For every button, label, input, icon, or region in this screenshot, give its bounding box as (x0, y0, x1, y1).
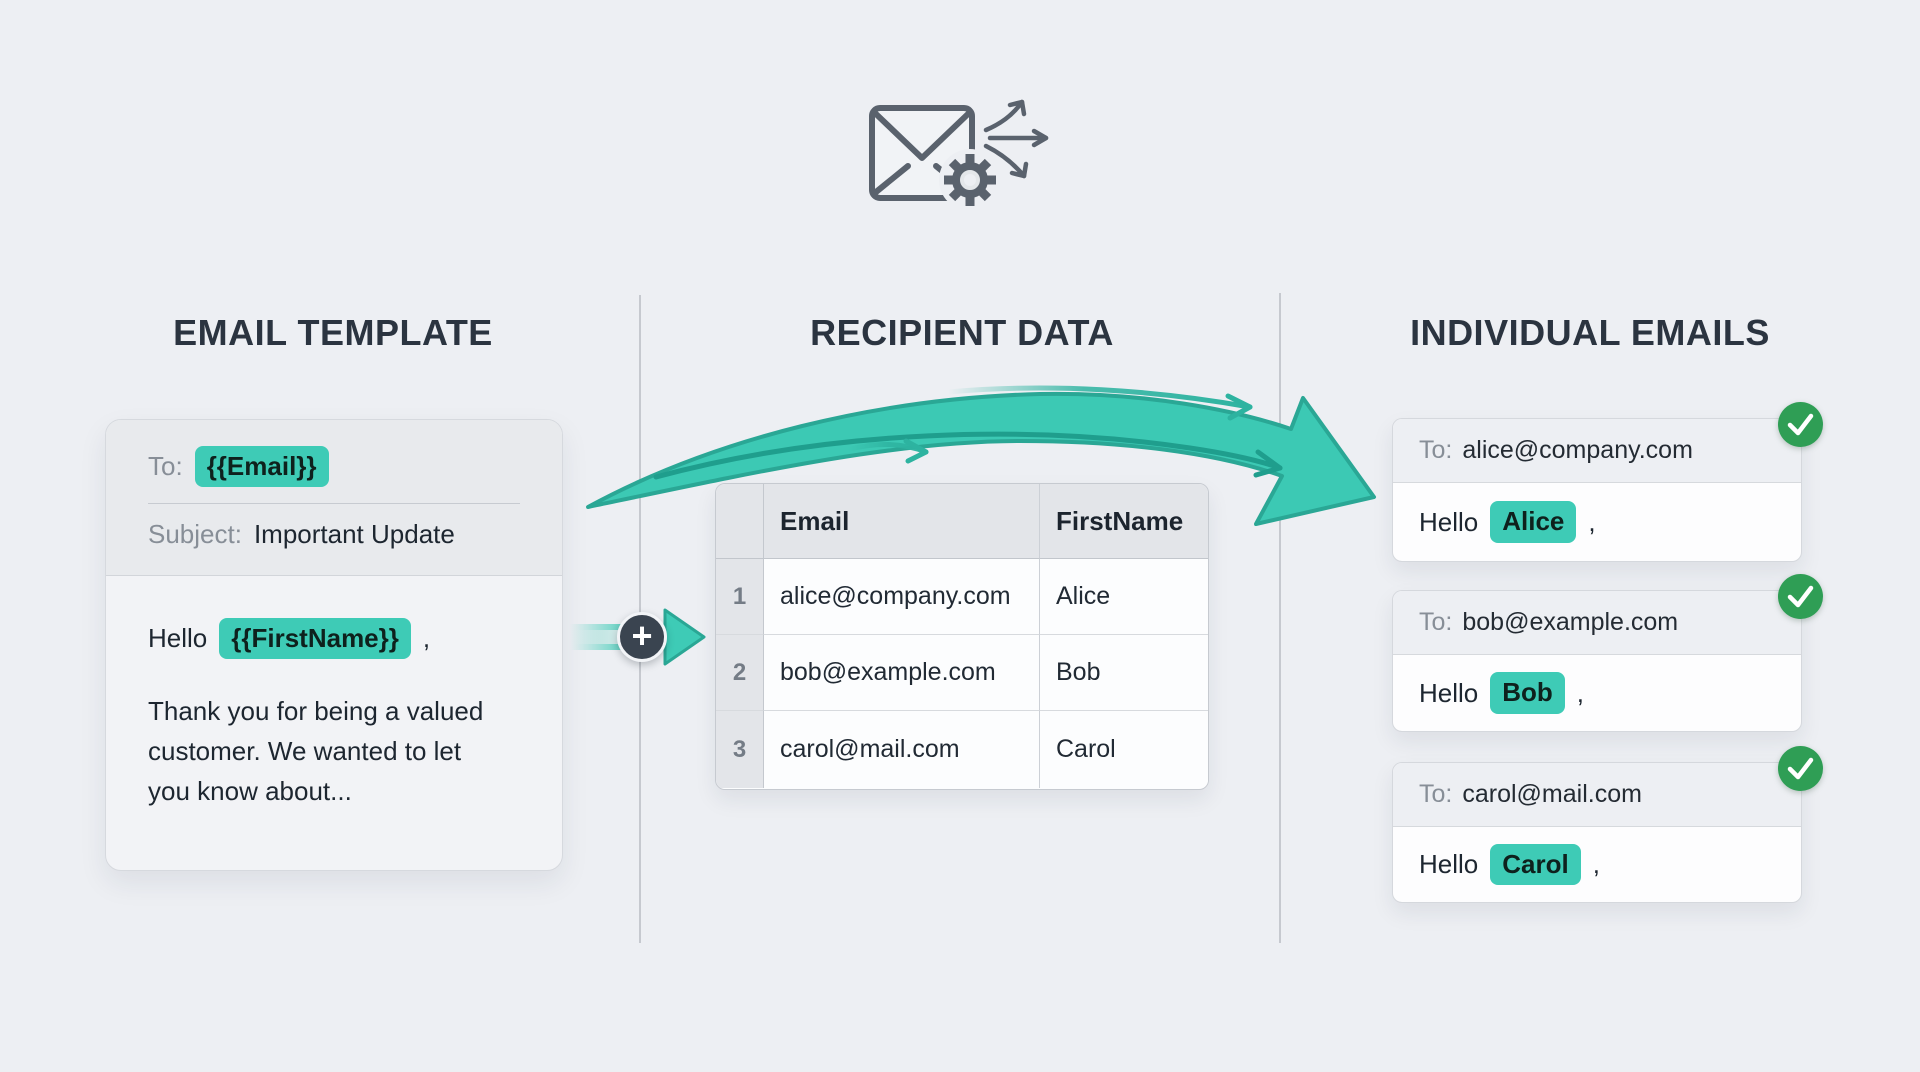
email-placeholder-chip: {{Email}} (194, 446, 329, 488)
cell-email: alice@company.com (764, 559, 1040, 635)
subject-value: Important Update (253, 519, 455, 550)
template-body-text: Thank you for being a valued customer. W… (148, 696, 484, 807)
column-header-email: Email (764, 484, 1040, 559)
row-number: 3 (716, 711, 764, 788)
divider-right (1279, 293, 1281, 943)
header-divider (148, 503, 520, 505)
to-label: To: (1419, 608, 1453, 636)
greeting-suffix: , (1576, 677, 1585, 708)
to-address: carol@mail.com (1462, 780, 1642, 808)
mail-to-row: To: alice@company.com (1393, 419, 1801, 483)
section-heading-recipient-data: RECIPIENT DATA (810, 312, 1114, 353)
section-heading-email-template: EMAIL TEMPLATE (173, 312, 493, 353)
greeting-prefix: Hello (1419, 506, 1479, 537)
mail-greeting-row: Hello Bob , (1393, 655, 1801, 731)
cell-firstname: Alice (1040, 559, 1208, 635)
firstname-placeholder-chip: {{FirstName}} (219, 618, 411, 660)
email-card-bob: To: bob@example.com Hello Bob , (1392, 574, 1823, 732)
email-card-alice: To: alice@company.com Hello Alice , (1392, 402, 1823, 562)
gear-icon (939, 149, 1001, 211)
accent-curve-arrow (653, 431, 1283, 480)
merged-name-chip: Carol (1490, 843, 1581, 886)
email-card-carol: To: carol@mail.com Hello Carol , (1392, 746, 1823, 903)
greeting-prefix: Hello (1419, 677, 1479, 708)
plus-icon: + (631, 614, 653, 656)
motion-trail (570, 624, 624, 650)
thin-arrow-mid (847, 441, 929, 455)
envelope-gear-fanout-icon (869, 99, 1049, 211)
check-icon (1778, 402, 1823, 447)
template-card-header: To: {{Email}} Subject: Important Update (106, 420, 562, 576)
to-label: To: (1419, 780, 1453, 808)
recipient-table: Email FirstName 1 alice@company.com Alic… (715, 483, 1209, 790)
greeting-prefix: Hello (148, 623, 208, 654)
cell-email: carol@mail.com (764, 711, 1040, 788)
to-address: alice@company.com (1462, 436, 1693, 464)
check-icon (1778, 746, 1823, 791)
mail-greeting-row: Hello Alice , (1393, 483, 1801, 561)
greeting-suffix: , (1592, 849, 1600, 879)
mail-greeting-row: Hello Carol , (1393, 827, 1801, 902)
to-address: bob@example.com (1462, 608, 1679, 636)
row-number: 1 (716, 559, 764, 635)
email-template-card: To: {{Email}} Subject: Important Update … (105, 419, 563, 871)
section-heading-individual-emails: INDIVIDUAL EMAILS (1410, 312, 1770, 353)
cell-firstname: Bob (1040, 635, 1208, 711)
fanout-arrows-icon (983, 99, 1049, 179)
table-corner-cell (716, 484, 764, 559)
to-label: To: (1419, 436, 1453, 464)
mail-to-row: To: carol@mail.com (1393, 763, 1801, 827)
merge-plus-badge: + (617, 612, 667, 662)
greeting-prefix: Hello (1419, 849, 1479, 879)
column-header-firstname: FirstName (1040, 484, 1208, 559)
mail-to-row: To: bob@example.com (1393, 591, 1801, 655)
thin-arrow-top (945, 385, 1253, 410)
cell-firstname: Carol (1040, 711, 1208, 788)
merged-name-chip: Alice (1490, 501, 1577, 543)
greeting-suffix: , (1588, 506, 1596, 537)
greeting-suffix: , (422, 623, 431, 654)
row-number: 2 (716, 635, 764, 711)
arrow-right-icon (663, 608, 706, 666)
cell-email: bob@example.com (764, 635, 1040, 711)
check-icon (1778, 574, 1823, 619)
subject-label: Subject: (148, 519, 242, 550)
merged-name-chip: Bob (1490, 672, 1565, 714)
to-label: To: (148, 451, 183, 482)
template-card-body: Hello {{FirstName}} , Thank you for bein… (106, 576, 562, 812)
